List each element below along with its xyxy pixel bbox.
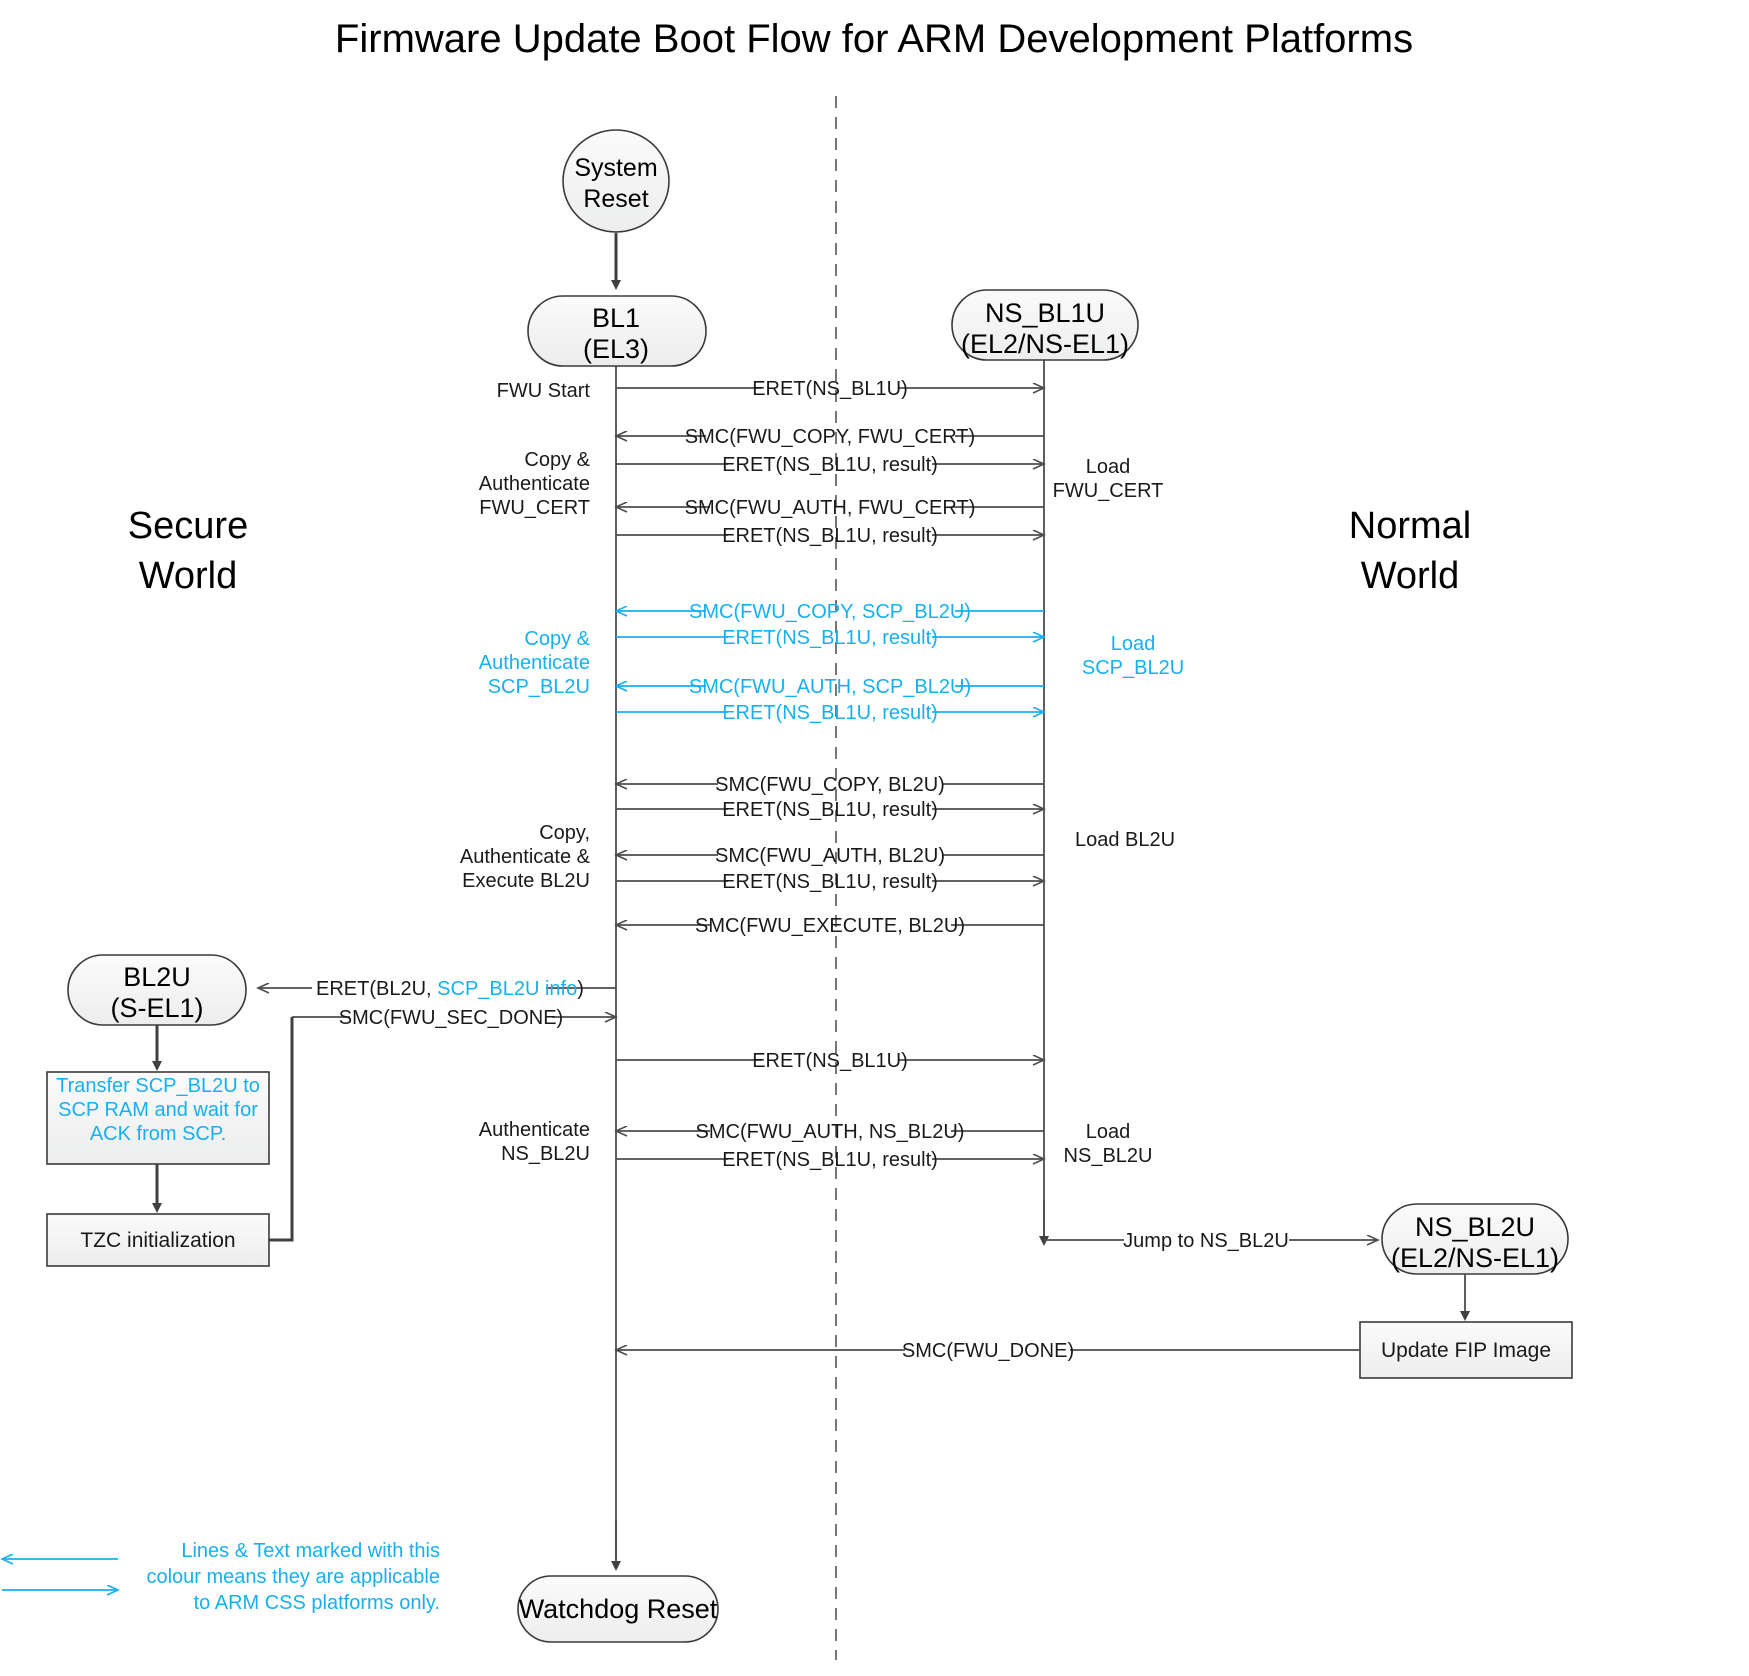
message-m5: ERET(NS_BL1U, result) — [616, 525, 1044, 547]
right-label-r1-line1: Load — [1086, 456, 1131, 478]
message-label: ERET(NS_BL1U, result) — [722, 627, 938, 649]
transfer-box-line2: SCP RAM and wait for — [58, 1099, 258, 1121]
message-m13: ERET(NS_BL1U, result) — [616, 871, 1044, 893]
left-label-l2-line1: Copy & — [524, 449, 590, 471]
secure-world-label-line1: Secure — [128, 505, 248, 547]
message-m6: SMC(FWU_COPY, SCP_BL2U) — [616, 601, 1044, 623]
m15-post: ) — [577, 978, 584, 1000]
normal-world-label-line2: World — [1361, 555, 1460, 597]
secure-world-label-line2: World — [139, 555, 238, 597]
message-label: SMC(FWU_DONE) — [902, 1340, 1074, 1362]
left-label-l4-line3: Execute BL2U — [462, 870, 590, 892]
message-label: SMC(FWU_COPY, BL2U) — [715, 774, 945, 796]
message-m21: SMC(FWU_DONE) — [616, 1340, 1360, 1362]
message-m9: ERET(NS_BL1U, result) — [616, 702, 1044, 724]
message-m3: ERET(NS_BL1U, result) — [616, 454, 1044, 476]
message-label: SMC(FWU_SEC_DONE) — [339, 1007, 563, 1029]
message-m2: SMC(FWU_COPY, FWU_CERT) — [616, 426, 1044, 448]
message-label: Jump to NS_BL2U — [1123, 1230, 1289, 1252]
m15-cyan: SCP_BL2U info — [437, 978, 577, 1000]
node-ns-bl1u[interactable] — [951, 289, 1139, 361]
message-m20: Jump to NS_BL2U — [1044, 1230, 1378, 1252]
system-reset-label-line2: Reset — [583, 185, 648, 213]
message-label: ERET(NS_BL1U, result) — [722, 454, 938, 476]
ns-bl1u-label-line1: NS_BL1U — [985, 298, 1105, 328]
message-m7: ERET(NS_BL1U, result) — [616, 627, 1044, 649]
message-m17: ERET(NS_BL1U) — [616, 1050, 1044, 1072]
page-title: Firmware Update Boot Flow for ARM Develo… — [335, 17, 1413, 61]
right-label-r2-line2: SCP_BL2U — [1082, 657, 1184, 679]
left-label-l4-line2: Authenticate & — [460, 846, 591, 868]
ns-bl1u-label-line2: (EL2/NS-EL1) — [961, 329, 1129, 359]
message-label: ERET(NS_BL1U) — [752, 1050, 908, 1072]
tzc-to-bl1-route — [268, 1017, 294, 1242]
node-bl1[interactable] — [527, 295, 707, 367]
bl1-label-line1: BL1 — [592, 303, 640, 333]
right-label-r1-line2: FWU_CERT — [1053, 480, 1164, 502]
left-label-l5-line2: NS_BL2U — [501, 1143, 590, 1165]
message-m11: ERET(NS_BL1U, result) — [616, 799, 1044, 821]
message-m1: ERET(NS_BL1U) — [616, 378, 1044, 400]
message-label: SMC(FWU_AUTH, FWU_CERT) — [685, 497, 976, 519]
normal-world-label-line1: Normal — [1349, 505, 1471, 547]
bl2u-label-line1: BL2U — [123, 962, 191, 992]
message-m19: ERET(NS_BL1U, result) — [616, 1149, 1044, 1171]
transfer-box-line3: ACK from SCP. — [90, 1123, 226, 1145]
box-update-fip-image[interactable] — [1359, 1321, 1573, 1379]
right-label-r3-line1: Load BL2U — [1075, 829, 1175, 851]
node-ns-bl2u[interactable] — [1381, 1203, 1569, 1275]
ns-bl2u-label-line2: (EL2/NS-EL1) — [1391, 1243, 1559, 1273]
message-label: SMC(FWU_AUTH, SCP_BL2U) — [689, 676, 971, 698]
message-label: SMC(FWU_AUTH, BL2U) — [715, 845, 945, 867]
bl2u-label-line2: (S-EL1) — [110, 993, 203, 1023]
left-label-l2-line3: FWU_CERT — [479, 497, 590, 519]
legend-line2: colour means they are applicable — [146, 1566, 440, 1588]
message-m18: SMC(FWU_AUTH, NS_BL2U) — [616, 1121, 1044, 1143]
m15-pre: ERET(BL2U, — [316, 978, 437, 1000]
message-m12: SMC(FWU_AUTH, BL2U) — [616, 845, 1044, 867]
message-label: ERET(NS_BL1U, result) — [722, 702, 938, 724]
box-transfer-scp-bl2u[interactable] — [46, 1071, 270, 1165]
message-m8: SMC(FWU_AUTH, SCP_BL2U) — [616, 676, 1044, 698]
message-label: SMC(FWU_COPY, SCP_BL2U) — [689, 601, 971, 623]
ns-bl2u-label-line1: NS_BL2U — [1415, 1212, 1535, 1242]
message-label: ERET(BL2U, SCP_BL2U info) — [316, 978, 584, 1000]
watchdog-reset-label: Watchdog Reset — [519, 1594, 718, 1624]
left-label-l3-line1: Copy & — [524, 628, 590, 650]
update-fip-box-label: Update FIP Image — [1381, 1339, 1551, 1362]
left-label-l3-line3: SCP_BL2U — [488, 676, 590, 698]
message-m15: ERET(BL2U, SCP_BL2U info) — [258, 978, 616, 1000]
message-label: SMC(FWU_EXECUTE, BL2U) — [695, 915, 965, 937]
message-label: ERET(NS_BL1U, result) — [722, 871, 938, 893]
message-label: SMC(FWU_AUTH, NS_BL2U) — [696, 1121, 965, 1143]
message-label: ERET(NS_BL1U, result) — [722, 525, 938, 547]
message-label: ERET(NS_BL1U, result) — [722, 799, 938, 821]
tzc-box-label: TZC initialization — [80, 1229, 235, 1252]
legend-line1: Lines & Text marked with this — [181, 1540, 440, 1562]
transfer-box-line1: Transfer SCP_BL2U to — [56, 1075, 260, 1097]
node-watchdog-reset[interactable] — [517, 1575, 719, 1643]
left-label-l5-line1: Authenticate — [479, 1119, 590, 1141]
left-label-l1-line1: FWU Start — [497, 380, 591, 402]
right-label-r4-line2: NS_BL2U — [1064, 1145, 1153, 1167]
right-label-r4-line1: Load — [1086, 1121, 1131, 1143]
message-m10: SMC(FWU_COPY, BL2U) — [616, 774, 1044, 796]
system-reset-label-line1: System — [574, 154, 657, 182]
bl1-label-line2: (EL3) — [583, 334, 649, 364]
node-system-reset[interactable] — [562, 129, 670, 233]
message-label: SMC(FWU_COPY, FWU_CERT) — [685, 426, 975, 448]
box-tzc-initialization[interactable] — [46, 1213, 270, 1267]
message-label: ERET(NS_BL1U) — [752, 378, 908, 400]
message-label: ERET(NS_BL1U, result) — [722, 1149, 938, 1171]
left-label-l4-line1: Copy, — [539, 822, 590, 844]
message-m4: SMC(FWU_AUTH, FWU_CERT) — [616, 497, 1044, 519]
message-m14: SMC(FWU_EXECUTE, BL2U) — [616, 915, 1044, 937]
legend-line3: to ARM CSS platforms only. — [194, 1592, 440, 1614]
left-label-l2-line2: Authenticate — [479, 473, 590, 495]
right-label-r2-line1: Load — [1111, 633, 1156, 655]
left-label-l3-line2: Authenticate — [479, 652, 590, 674]
message-m16: SMC(FWU_SEC_DONE) — [292, 1007, 616, 1029]
